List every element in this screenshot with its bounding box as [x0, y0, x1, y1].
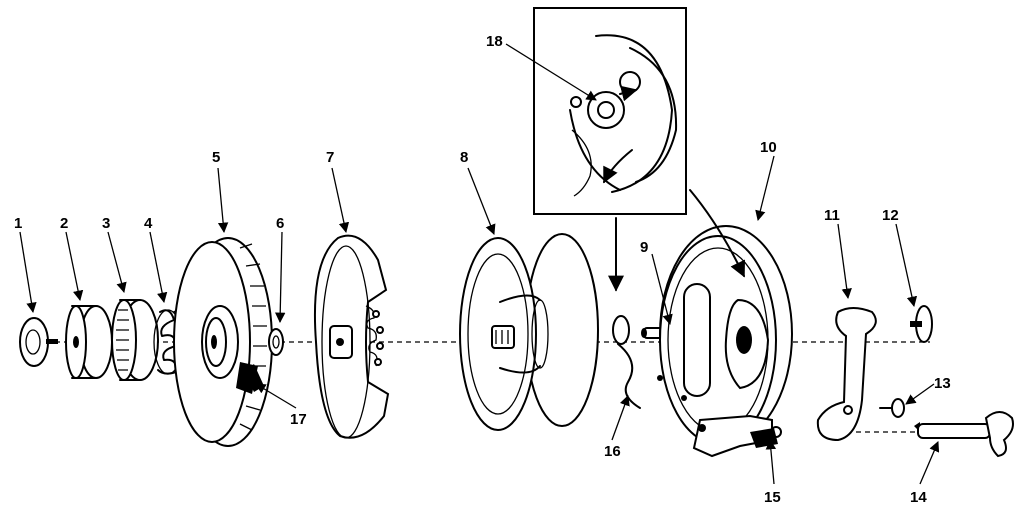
part-2-nut	[65, 305, 113, 379]
label-part-11: 11	[824, 207, 840, 224]
part-13-screw	[879, 398, 905, 418]
label-part-16: 16	[604, 443, 621, 460]
label-part-5: 5	[212, 149, 220, 166]
label-part-3: 3	[102, 215, 110, 232]
part-18-inset	[533, 7, 687, 215]
label-part-18: 18	[486, 33, 503, 50]
part-3-knob	[111, 299, 159, 381]
label-part-8: 8	[460, 149, 468, 166]
part-labels: 1 2 3 4 5 6 7 8 9 10 11 12 13 14 15 16 1…	[14, 33, 951, 506]
part-14-handle-pin	[914, 411, 1014, 458]
label-part-1: 1	[14, 215, 22, 232]
part-6-washer	[268, 328, 284, 356]
part-12-knob	[910, 305, 933, 343]
part-11-crank-handle	[816, 307, 877, 442]
label-part-9: 9	[640, 239, 648, 256]
part-5-drag-plate	[173, 237, 273, 447]
part-8-spool	[459, 233, 599, 431]
label-part-7: 7	[326, 149, 334, 166]
leader-lines	[19, 43, 940, 485]
part-1-cap	[19, 317, 58, 367]
part-10-reel-frame	[657, 225, 793, 458]
label-part-13: 13	[934, 375, 951, 392]
label-part-6: 6	[276, 215, 284, 232]
label-part-10: 10	[760, 139, 777, 156]
label-part-15: 15	[764, 489, 781, 506]
label-part-4: 4	[144, 215, 153, 232]
label-part-14: 14	[910, 489, 927, 506]
part-7-gear-plate	[313, 234, 390, 439]
label-part-17: 17	[290, 411, 307, 428]
label-part-2: 2	[60, 215, 68, 232]
label-part-12: 12	[882, 207, 899, 224]
part-16-wire-clip	[612, 315, 641, 409]
